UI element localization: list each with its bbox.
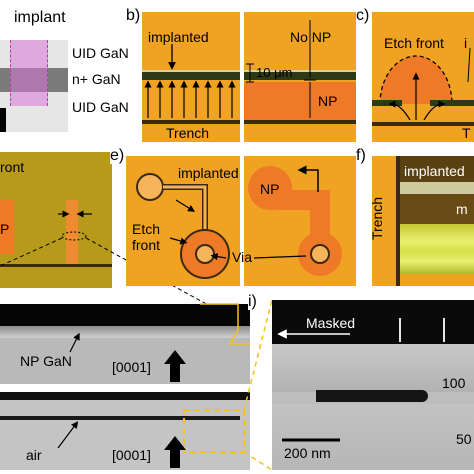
- num-100-label: 100: [442, 375, 466, 391]
- substrate-edge: [0, 108, 6, 132]
- panel-i-void: [316, 390, 428, 402]
- np-label-b: NP: [318, 93, 338, 109]
- num-50-label: 50: [456, 431, 472, 447]
- trench-line-right: [244, 120, 356, 124]
- scale-label-b: 10 μm: [256, 65, 293, 80]
- direction-label-top: [0001]: [112, 359, 151, 375]
- panel-a: implant UID GaN n+ GaN UID GaN: [0, 0, 129, 140]
- via-label-e: Via: [232, 249, 252, 265]
- panel-h-bottom-dark: [0, 392, 250, 400]
- m-label-f: m: [456, 201, 468, 217]
- implanted-label-b: implanted: [148, 29, 209, 45]
- implant-label: implant: [14, 9, 66, 26]
- panel-e-label: e): [110, 147, 125, 164]
- panel-h-top-dark: [0, 304, 250, 326]
- implanted-stripe-right: [244, 70, 356, 80]
- masked-label: Masked: [306, 315, 356, 331]
- panel-i-mid: [272, 344, 474, 392]
- scale-label-i: 200 nm: [284, 445, 331, 461]
- etch-label-e: Etch: [132, 221, 161, 237]
- np-label-d: P: [0, 221, 10, 237]
- uid-gan-bottom-label: UID GaN: [72, 99, 129, 115]
- panel-h-top-sem: [0, 304, 250, 384]
- np-gan-label: NP GaN: [20, 353, 72, 369]
- np-region-b: [244, 82, 356, 120]
- implant-region: [10, 40, 48, 106]
- panel-c-cut-i: i: [464, 35, 468, 51]
- panel-i-label: i): [248, 293, 257, 310]
- n-plus-gan-label: n+ GaN: [72, 71, 121, 87]
- uid-gan-top-label: UID GaN: [72, 45, 129, 61]
- panel-f-np-band: [400, 224, 474, 274]
- etch-front-label-c: Etch front: [384, 35, 444, 51]
- np-label-e: NP: [260, 181, 280, 197]
- implanted-stripe-left: [142, 70, 240, 80]
- panel-i-sem: [272, 300, 474, 470]
- panel-i-lower: [272, 404, 474, 470]
- panel-b-label: b): [126, 7, 141, 24]
- front-label-e: front: [132, 237, 161, 253]
- zoom-guide-left: [0, 237, 63, 267]
- implanted-label-e: implanted: [178, 165, 239, 181]
- panel-d-line: [0, 264, 112, 267]
- panel-c-cut-t: T: [462, 125, 471, 141]
- panel-h-bottom-air-gap: [0, 416, 240, 420]
- zoom-box-h: [183, 409, 245, 453]
- no-np-label: No NP: [290, 29, 332, 45]
- panel-c-label: c): [356, 7, 370, 24]
- panel-f-dark-top: [400, 156, 474, 186]
- panel-f-trench: [396, 156, 400, 286]
- panel-h-top-np-layer: [0, 326, 250, 338]
- front-label-d: ront: [0, 159, 25, 175]
- panel-f-implanted-band: [400, 182, 474, 194]
- panel-f-label: f): [356, 147, 366, 164]
- trench-line-left: [142, 120, 240, 124]
- panel-i-dark-top: [272, 300, 474, 344]
- panel-h-bottom-sem: [0, 392, 250, 470]
- trench-label-b: Trench: [166, 125, 210, 141]
- etch-arrows-b: [144, 80, 236, 118]
- air-label: air: [26, 447, 42, 463]
- direction-label-bottom: [0001]: [112, 447, 151, 463]
- panel-d-np-left: [0, 200, 14, 254]
- implanted-label-f: implanted: [404, 163, 465, 179]
- panel-f-dark-mid: [400, 194, 474, 224]
